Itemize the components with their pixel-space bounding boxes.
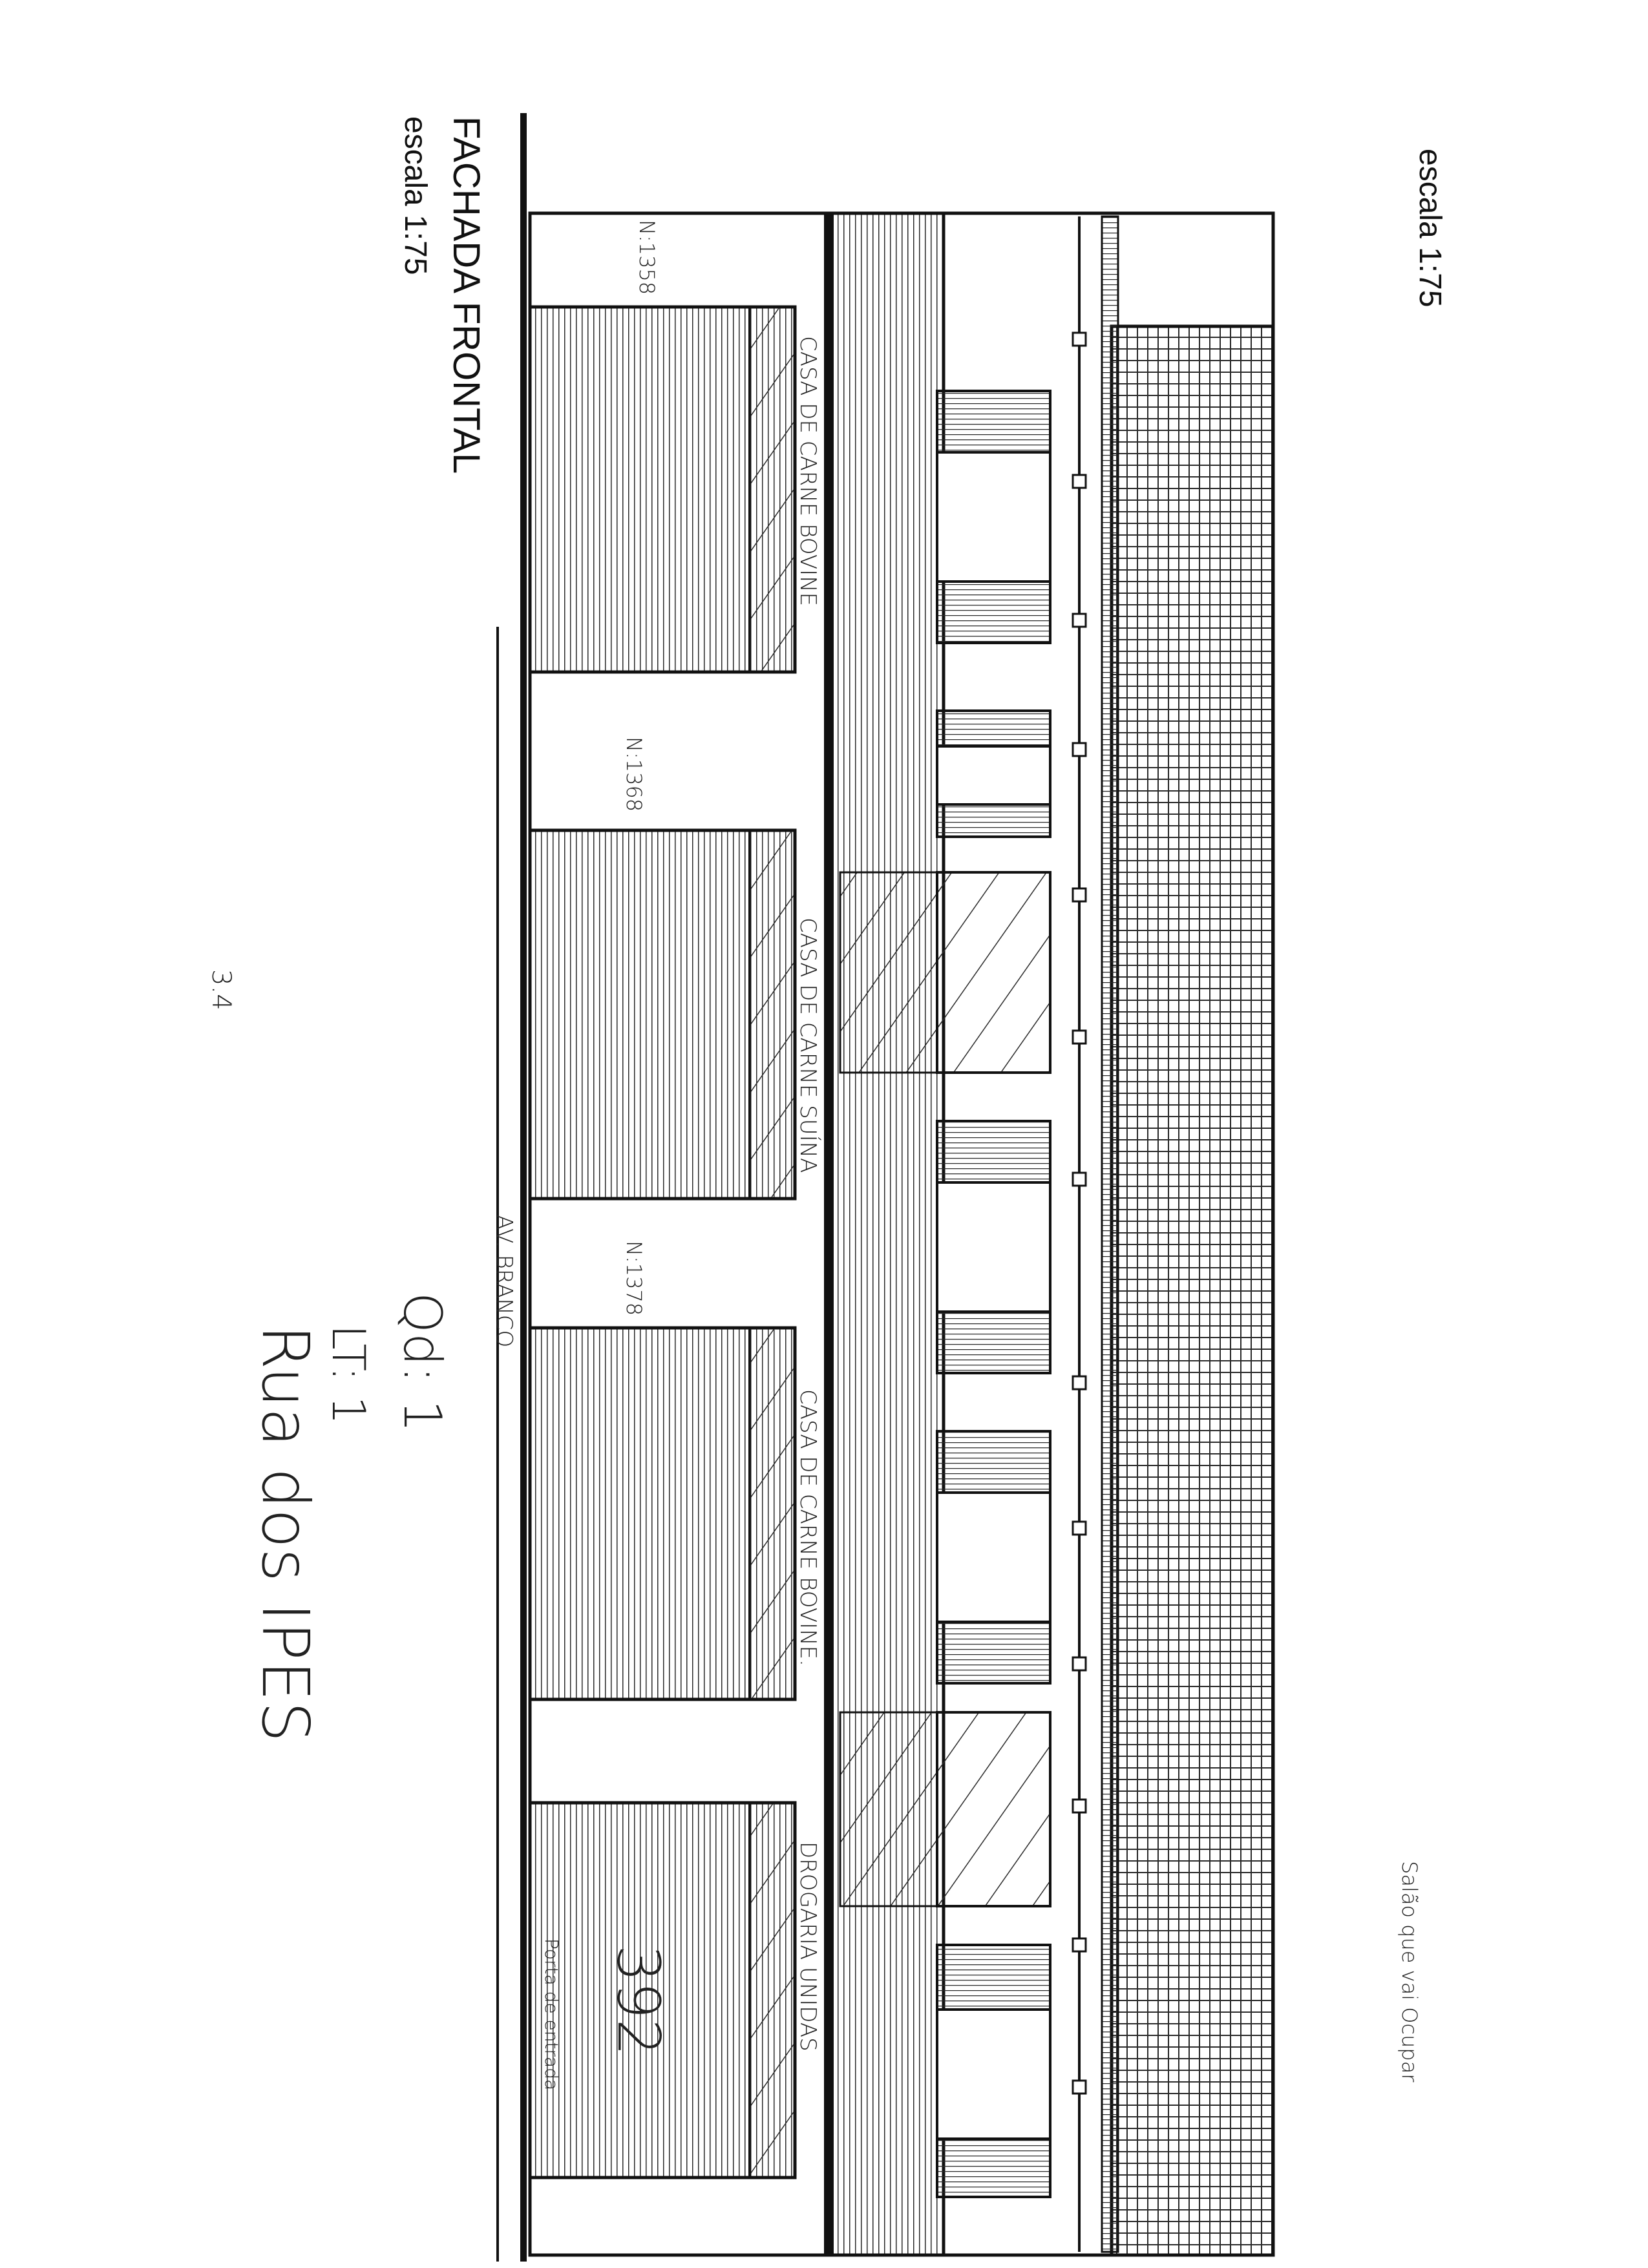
- scale-label-right: escala 1:75: [1413, 149, 1447, 308]
- shop-name-2: CASA DE CARNE SUÍNA: [795, 918, 821, 1173]
- marquee-diag-1: [839, 871, 945, 1074]
- scale-label-left: escala 1:75: [398, 116, 432, 275]
- shop-number-1: N:1358: [635, 220, 659, 295]
- annotation-small-note: Porta de entrada: [541, 1938, 562, 2091]
- shop-name-1: CASA DE CARNE BOVINE: [795, 336, 821, 607]
- marquee-band: [825, 211, 945, 2257]
- shop-transoms: [748, 306, 796, 2179]
- upper-windows: [936, 390, 1051, 2198]
- shop-number-3: N:1378: [622, 1241, 646, 1316]
- roof-tiles: [1110, 324, 1275, 2257]
- marquee-base: [824, 213, 834, 2255]
- street-label: AV. BRANCO: [491, 1215, 517, 1348]
- annotation-street: Rua dos IPES: [248, 1325, 323, 1743]
- annotation-mark: 3.4: [206, 969, 236, 1011]
- annotation-lot-number: 392: [604, 1945, 672, 2056]
- annotation-lt: LT: 1: [322, 1325, 375, 1425]
- shop-name-4: DROGARIA UNIDAS: [795, 1842, 821, 2052]
- shop-name-3: CASA DE CARNE BOVINE.: [795, 1389, 821, 1666]
- sheet-title: FACHADA FRONTAL: [445, 116, 487, 474]
- column-marks: [1072, 331, 1087, 2095]
- roof-edge: [1101, 215, 1119, 2253]
- annotation-side-note: Salão que vai Ocupar: [1397, 1861, 1422, 2083]
- marquee-diag-2: [839, 1711, 945, 1907]
- annotation-qd: Qd: 1: [392, 1292, 452, 1433]
- shop-number-2: N:1368: [622, 737, 646, 812]
